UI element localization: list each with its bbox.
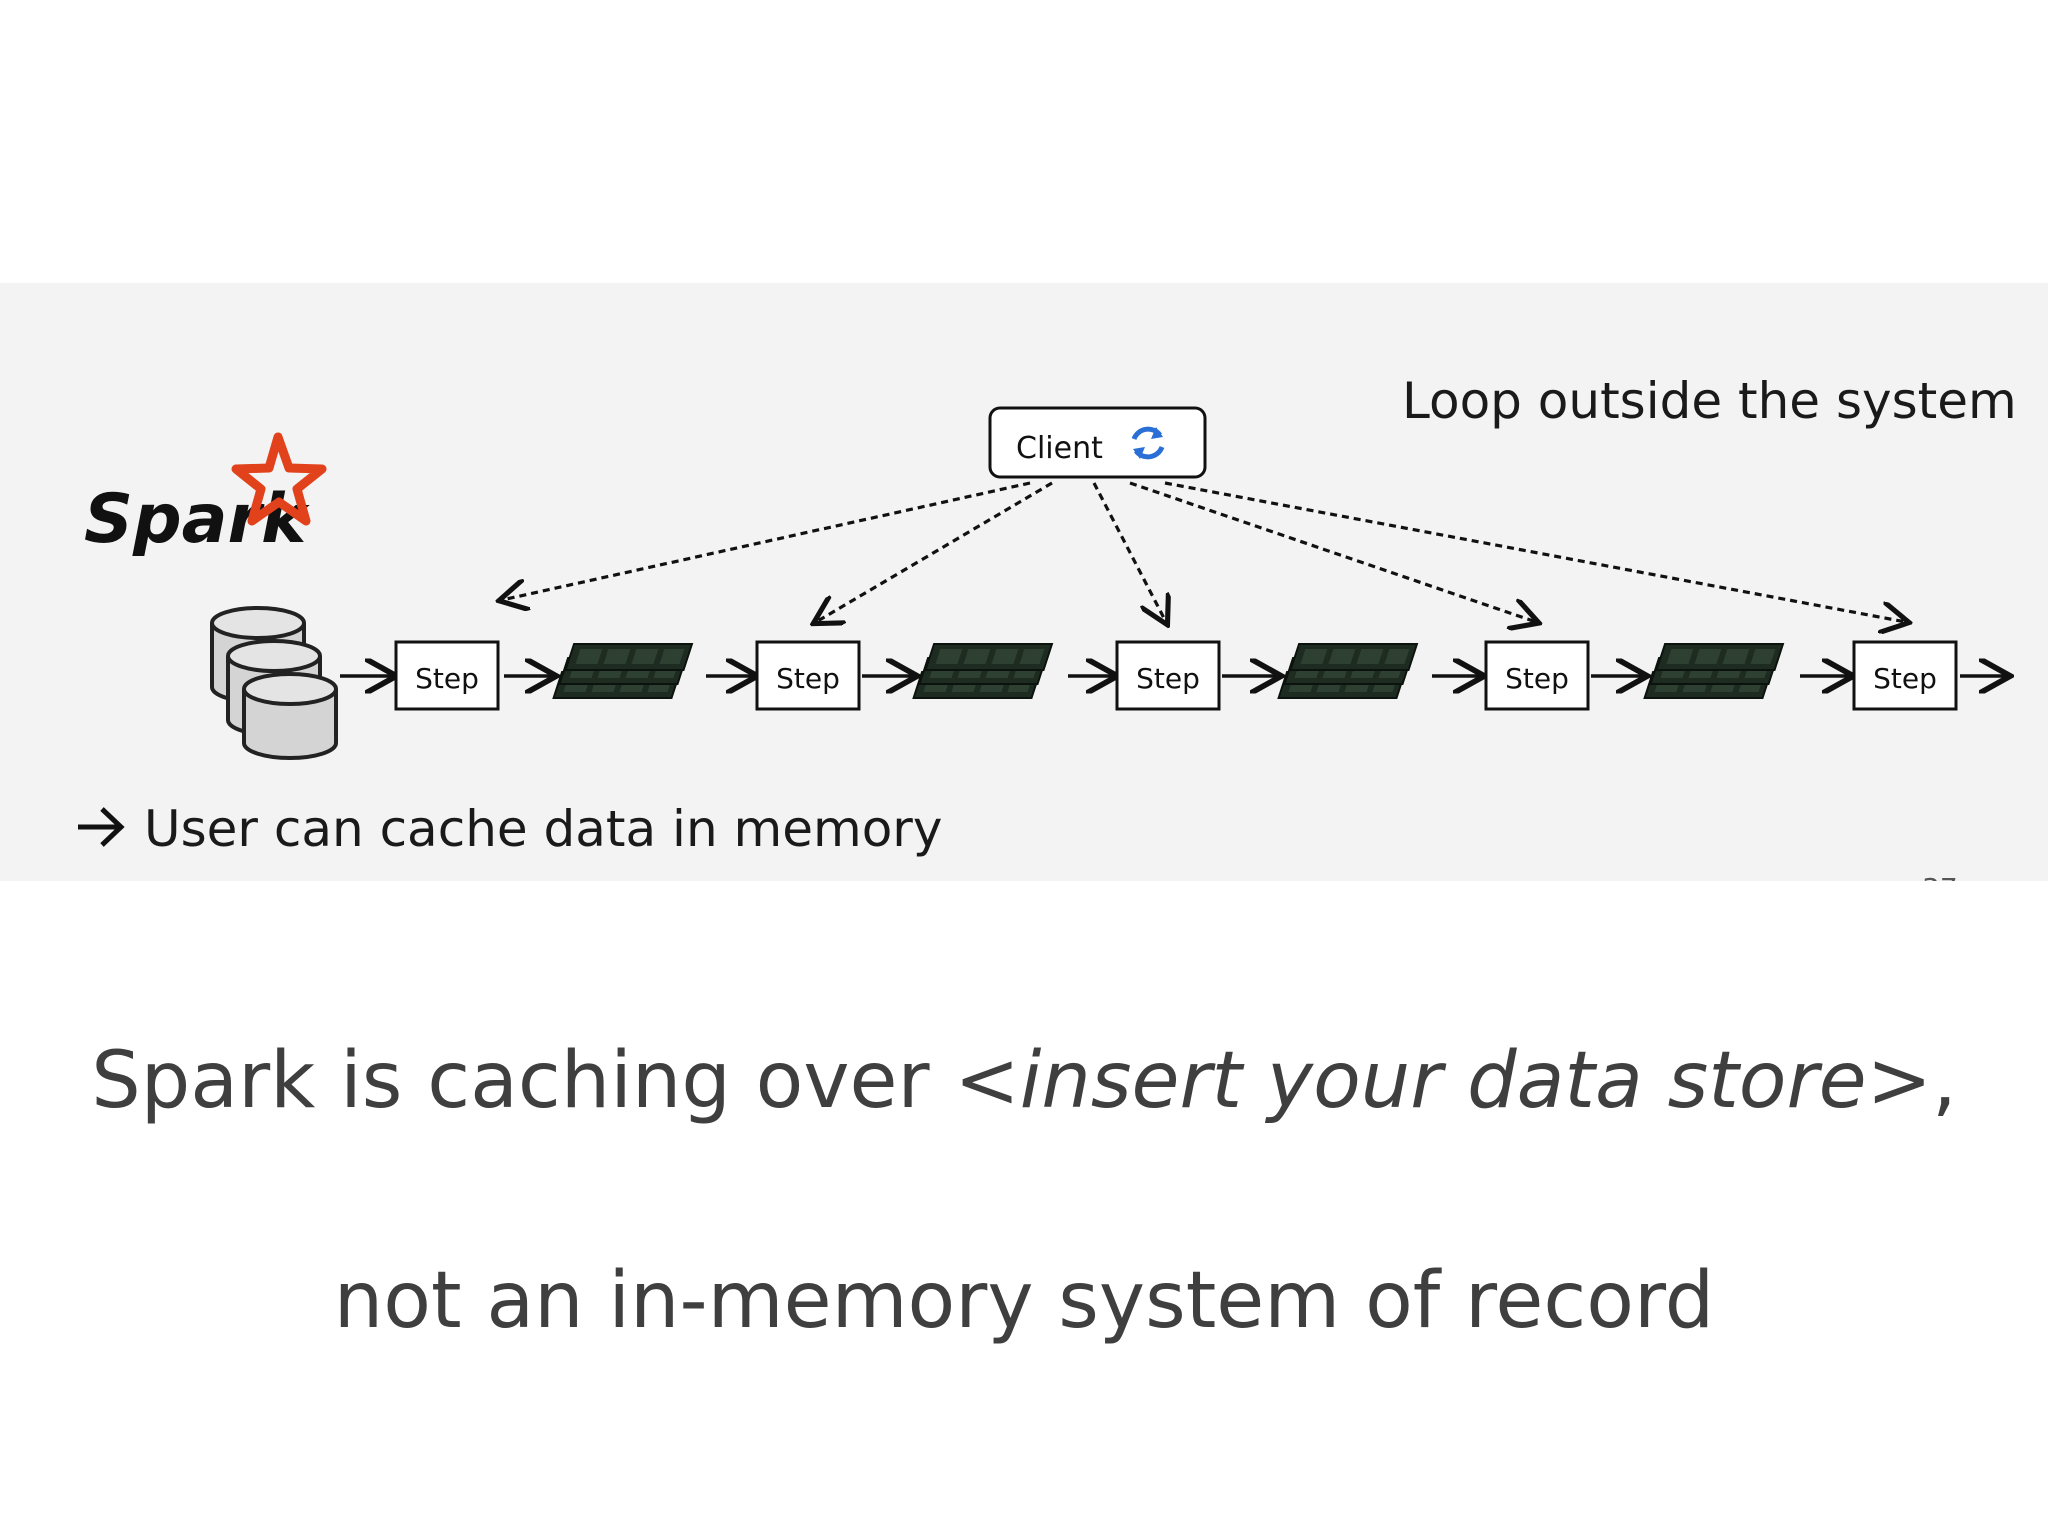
memory-module-icon [552,643,693,699]
diagram-panel [0,283,2048,881]
client-label: Client [1016,431,1103,466]
caption-line-1-prefix: Spark is caching over [91,1036,955,1126]
step-label: Step [1136,662,1200,695]
caption-line-2: not an in-memory system of record [333,1256,1715,1346]
page-number: 37 [1922,872,1958,905]
loop-label: Loop outside the system [1402,372,2017,430]
step-label: Step [1873,662,1937,695]
spark-logo-text: Spark [84,480,310,559]
client-arrow-3 [1092,482,1166,622]
refresh-icon [1131,426,1165,460]
memory-module-icon [1643,643,1784,699]
cache-note: User can cache data in memory [78,800,942,858]
client-arrows [502,481,1906,622]
arrow-right-icon [78,807,125,847]
client-arrow-2 [816,481,1053,622]
step-box: Step [1484,640,1590,711]
memory-module-icon [1277,643,1418,699]
caption-line-1-suffix: , [1931,1036,1957,1126]
cache-note-text: User can cache data in memory [144,800,942,858]
step-label: Step [776,662,840,695]
client-arrow-1 [502,481,1031,600]
step-box: Step [394,640,500,711]
step-label: Step [1505,662,1569,695]
caption-line-1: Spark is caching over <insert your data … [0,1042,2048,1120]
database-icon [210,606,338,760]
spark-star-icon [231,432,327,526]
memory-module-icon [912,643,1053,699]
step-box: Step [1852,640,1958,711]
caption-line-1-emphasis: <insert your data store> [954,1036,1932,1126]
step-box: Step [755,640,861,711]
spark-logo: Spark [84,432,327,559]
client-arrow-4 [1129,481,1536,622]
step-label: Step [415,662,479,695]
step-box: Step [1115,640,1221,711]
client-arrow-5 [1164,481,1906,622]
client-box: Client [988,406,1207,479]
